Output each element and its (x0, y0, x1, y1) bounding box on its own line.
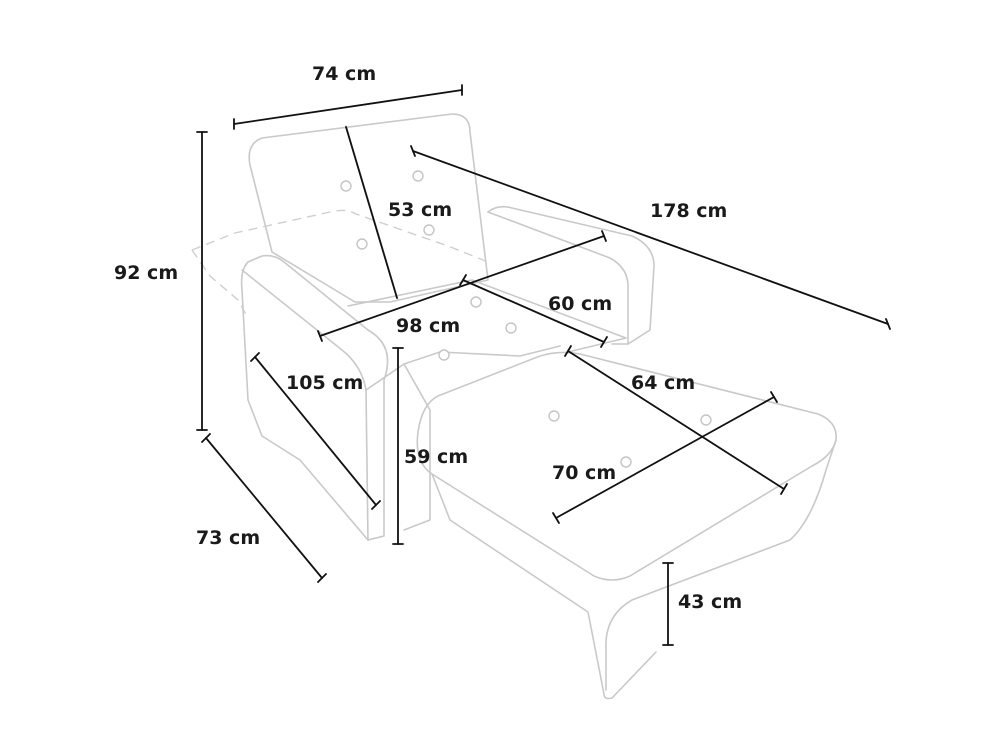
backrest-button (423, 224, 435, 236)
dimension-tick (885, 318, 891, 330)
seat-button (470, 296, 482, 308)
right-armrest-outline (487, 205, 655, 345)
dimension-line-bed-length (412, 150, 889, 325)
dimension-line-ottoman-width (555, 396, 775, 519)
sofa-outline (191, 113, 837, 700)
dimension-line-seat-depth (462, 279, 605, 343)
dimension-line-seat-width (319, 235, 605, 337)
label-seat-depth: 60 cm (548, 293, 612, 315)
dimension-labels: 74 cm 92 cm 53 cm 178 cm 60 cm 98 cm 105… (114, 63, 742, 613)
label-total-height: 92 cm (114, 262, 178, 284)
backrest-button (412, 170, 424, 182)
dimension-tick (601, 230, 607, 242)
right-armrest-inner-edge (487, 211, 629, 345)
reclined-backrest-dashed-lower (191, 249, 249, 319)
dimension-lines (196, 84, 891, 646)
dimension-tick (410, 145, 416, 157)
label-backrest-height: 53 cm (388, 199, 452, 221)
dimension-tick (770, 391, 778, 403)
dimension-tick (600, 336, 608, 348)
label-seat-height: 59 cm (404, 446, 468, 468)
seat-button (505, 322, 517, 334)
dimension-line-depth (205, 437, 323, 579)
ottoman-top-outline (416, 351, 837, 581)
dimension-line-ottoman-depth (567, 350, 785, 490)
dimension-tick (780, 483, 788, 495)
sofa-base-outline (403, 363, 431, 531)
left-armrest-inner-edge (241, 269, 369, 541)
label-bed-length: 178 cm (650, 200, 727, 222)
ottoman-button (548, 410, 560, 422)
ottoman-right-side (605, 439, 837, 691)
dimension-line-top-width (233, 89, 463, 125)
dimension-tick (371, 500, 381, 510)
ottoman-button (620, 456, 632, 468)
dimension-tick (564, 345, 572, 357)
label-depth: 73 cm (196, 527, 260, 549)
ottoman-bottom-line (603, 651, 657, 700)
backrest-button (356, 238, 368, 250)
ottoman-button (700, 414, 712, 426)
dimension-tick (317, 330, 323, 342)
dimension-tick (201, 433, 211, 443)
seat-front-edge (365, 345, 561, 391)
dimension-tick (459, 274, 467, 286)
dimension-tick (552, 512, 560, 524)
dimension-line-backrest (345, 126, 398, 299)
reclined-backrest-dashed (191, 209, 489, 263)
label-top-width: 74 cm (312, 63, 376, 85)
label-armrest-length: 105 cm (286, 372, 363, 394)
left-armrest-outline (240, 254, 389, 541)
ottoman-front-outline (431, 473, 605, 695)
label-ottoman-width: 70 cm (552, 462, 616, 484)
dimension-tick (250, 352, 260, 362)
label-ottoman-height: 43 cm (678, 591, 742, 613)
label-seat-width: 98 cm (396, 315, 460, 337)
dimension-tick (317, 573, 327, 583)
backrest-button (340, 180, 352, 192)
label-ottoman-depth: 64 cm (631, 372, 695, 394)
backrest-outline (248, 113, 489, 303)
seat-outline (347, 279, 627, 353)
seat-button (438, 349, 450, 361)
dimension-line-armrest (254, 356, 377, 506)
